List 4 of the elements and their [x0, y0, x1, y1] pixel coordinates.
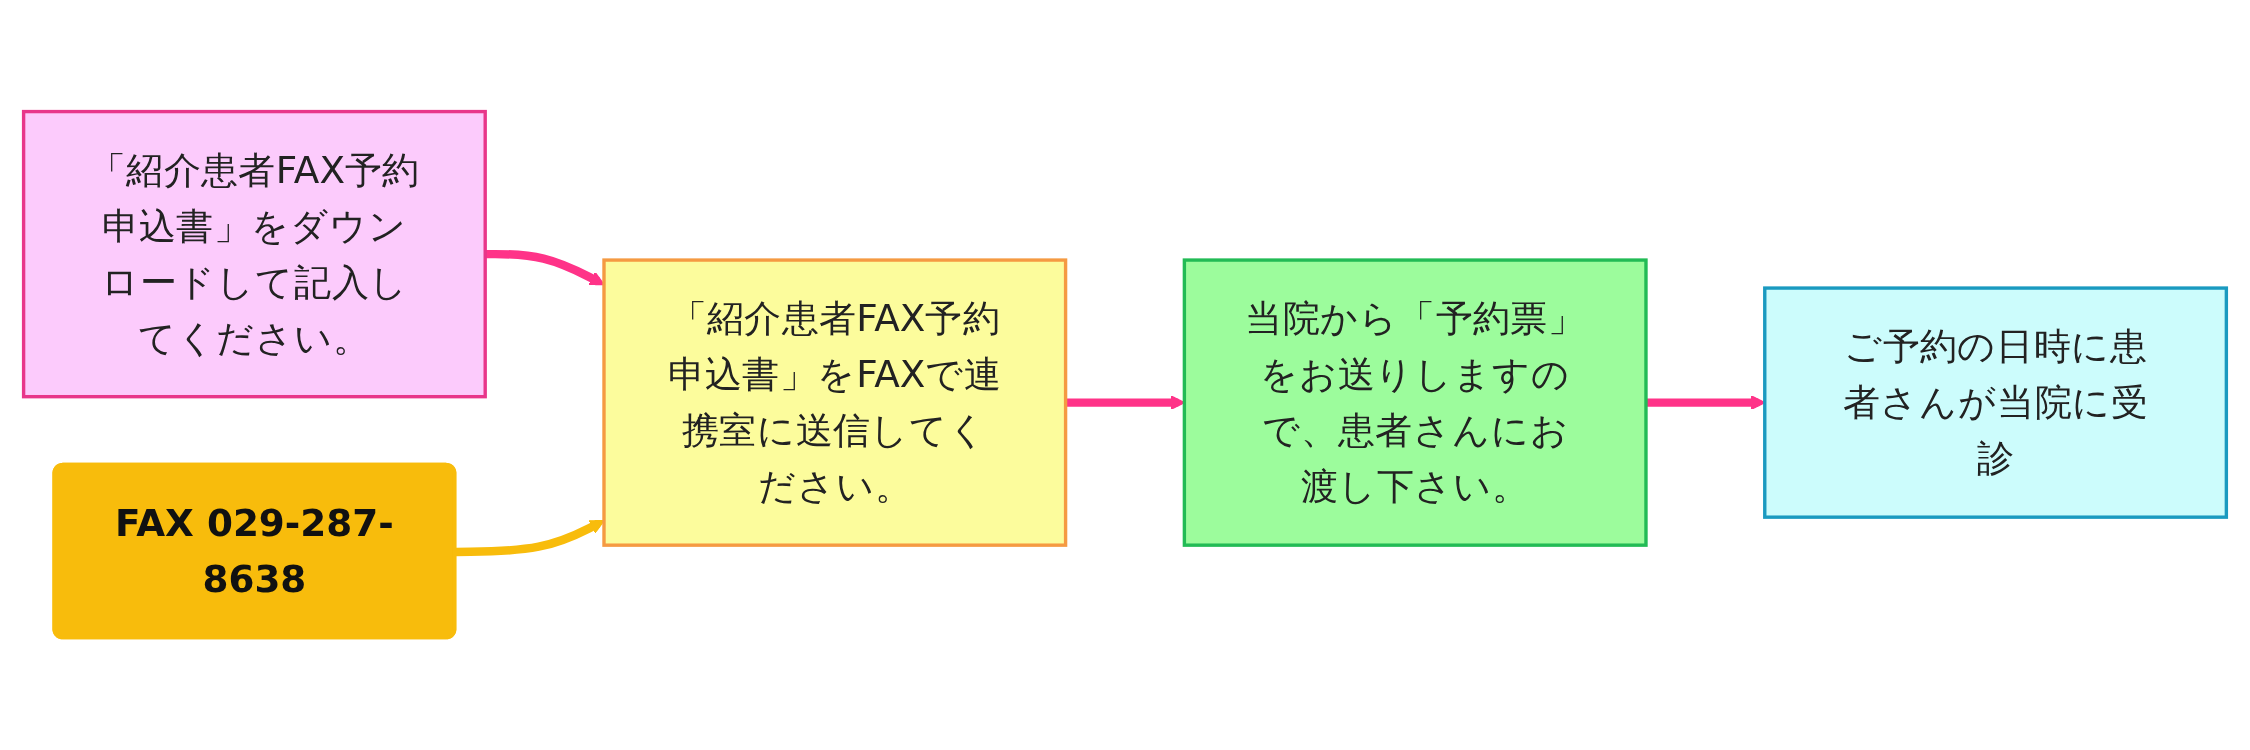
node-box: 「紹介患者FAX予約申込書」をダウンロードして記入してください。	[21, 110, 487, 399]
node-box: 「紹介患者FAX予約申込書」をFAXで連携室に送信してください。	[602, 258, 1068, 548]
node-box: ご予約の日時に患者さんが当院に受診	[1763, 286, 2229, 520]
node-box: 当院から「予約票」をお送りしますので、患者さんにお渡し下さい。	[1182, 258, 1648, 548]
